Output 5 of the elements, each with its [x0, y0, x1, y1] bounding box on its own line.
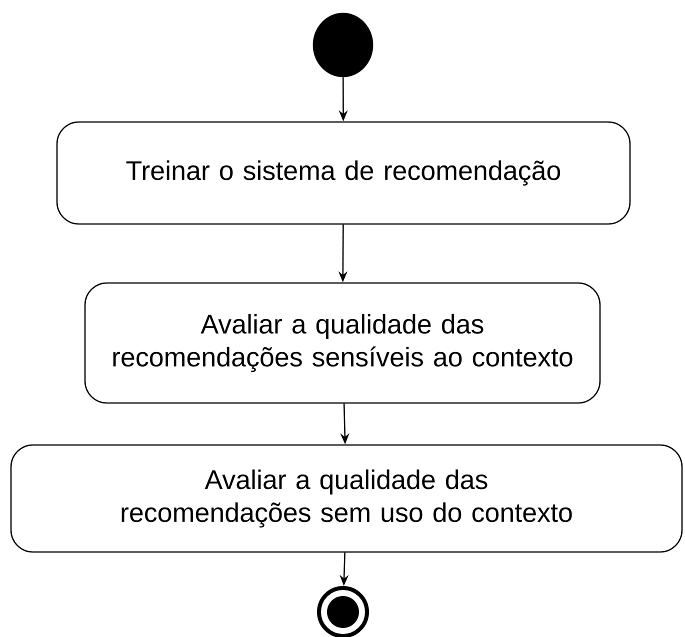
activity-box: Avaliar a qualidade das recomendações sem uso do contexto — [10, 444, 683, 553]
activity-box: Treinar o sistema de recomendação — [56, 121, 631, 225]
end-bullseye — [317, 586, 369, 637]
activity-box: Avaliar a qualidade das recomendações sensíveis ao contexto — [84, 282, 601, 404]
start-circle — [312, 12, 374, 78]
